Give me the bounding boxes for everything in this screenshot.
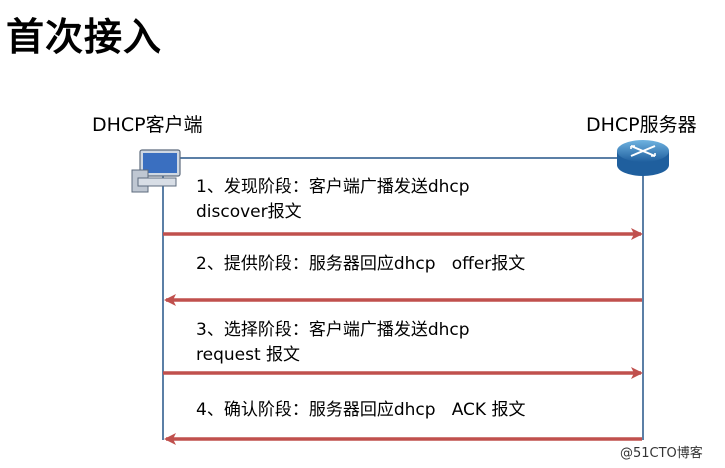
step-4-line1: 4、确认阶段：服务器回应dhcp ACK 报文 — [196, 400, 526, 420]
step-4-text: 4、确认阶段：服务器回应dhcp ACK 报文 — [196, 398, 525, 423]
page-title: 首次接入 — [6, 15, 163, 59]
step-3-line2: request 报文 — [196, 345, 301, 365]
router-icon — [617, 140, 669, 176]
client-label: DHCP客户端 — [92, 114, 203, 136]
step-3-line1: 3、选择阶段：客户端广播发送dhcp — [196, 320, 470, 340]
computer-icon — [131, 149, 181, 193]
step-2-line1: 2、提供阶段：服务器回应dhcp offer报文 — [196, 254, 526, 274]
step-3-text: 3、选择阶段：客户端广播发送dhcp request 报文 — [196, 318, 470, 368]
step-2-text: 2、提供阶段：服务器回应dhcp offer报文 — [196, 252, 525, 277]
step-1-line2: discover报文 — [196, 202, 302, 222]
step-1-text: 1、发现阶段：客户端广播发送dhcp discover报文 — [196, 175, 470, 225]
server-label: DHCP服务器 — [586, 114, 697, 136]
watermark: @51CTO博客 — [620, 446, 703, 461]
step-1-line1: 1、发现阶段：客户端广播发送dhcp — [196, 177, 470, 197]
